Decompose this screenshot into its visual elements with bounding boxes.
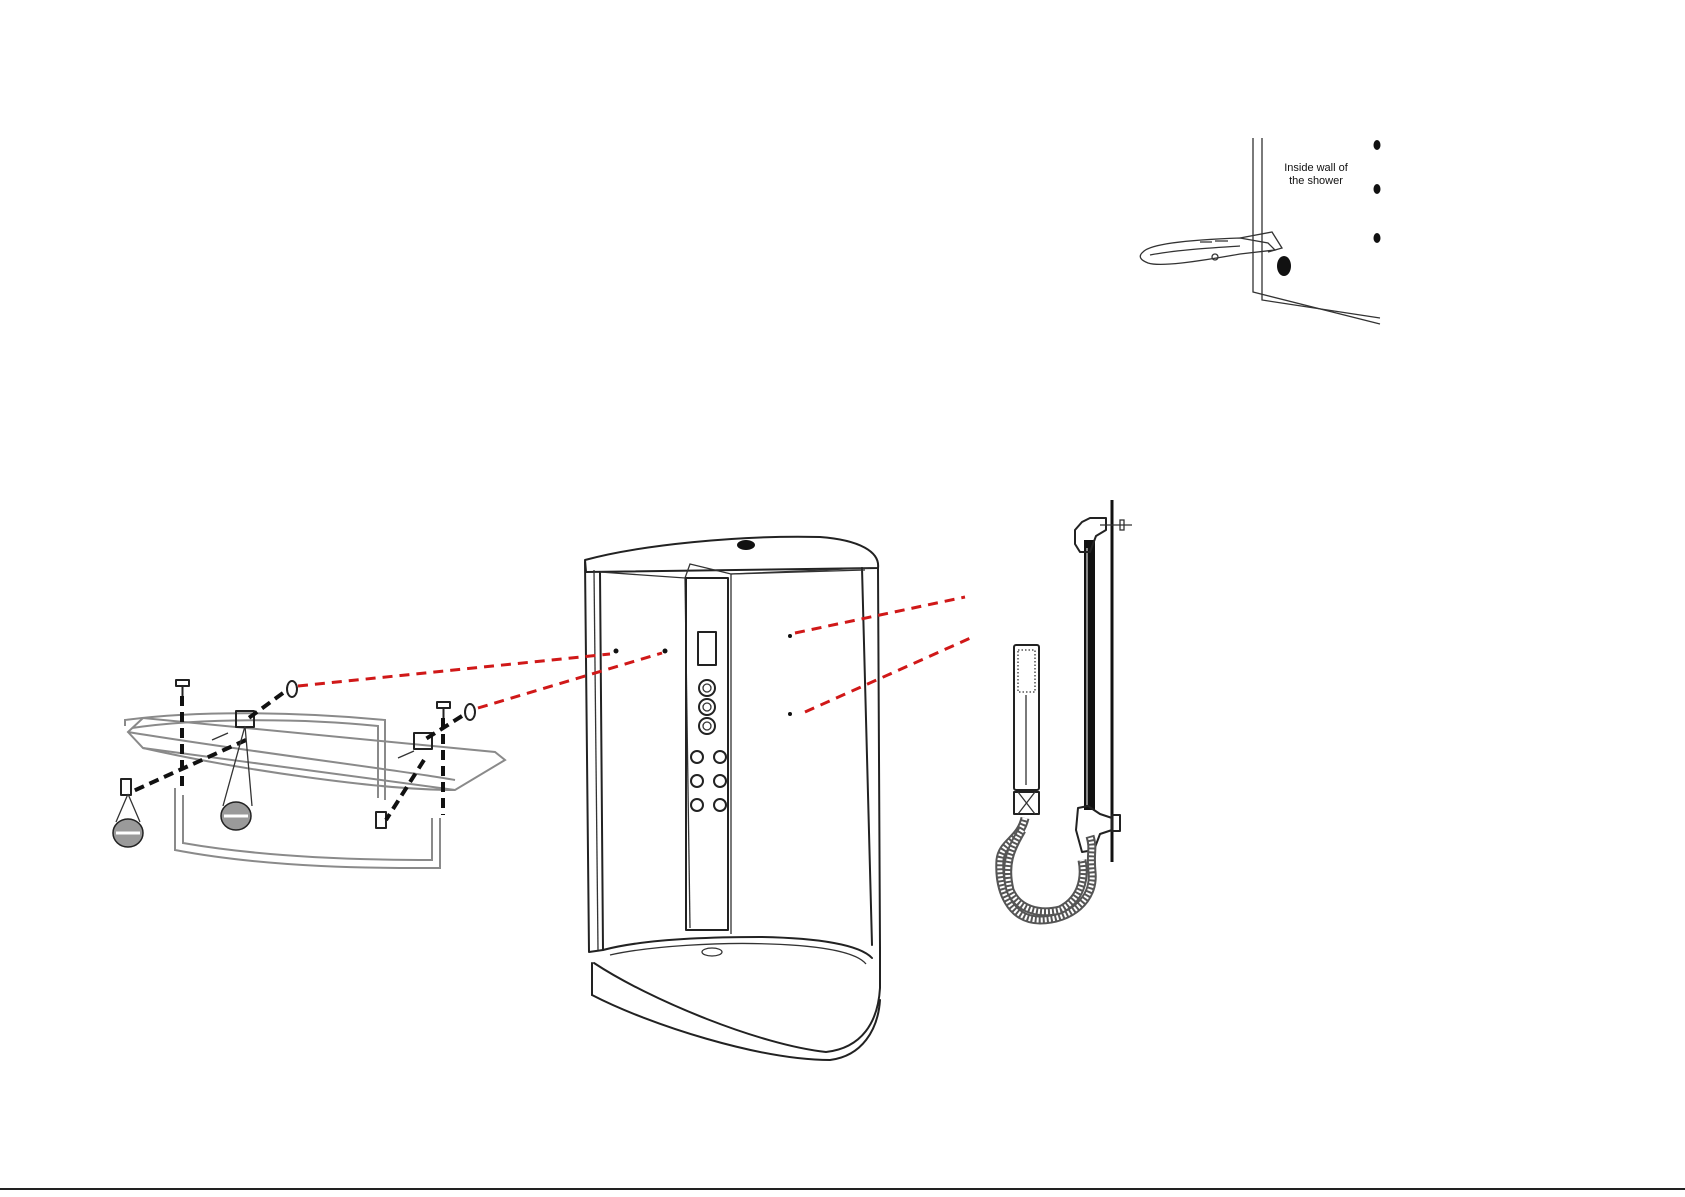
wall-anchor-icon: [221, 726, 252, 830]
wall-label-line1: Inside wall of: [1284, 162, 1349, 174]
glass-shelf-assembly: [113, 680, 505, 868]
screw-icon: [176, 680, 189, 696]
page-bottom-rule: [0, 1188, 1685, 1190]
wall-anchor-icon: [113, 794, 143, 847]
wall-cutting-illustration: Inside wall of the shower: [1125, 125, 1410, 330]
hand-shower-rail: [970, 492, 1150, 942]
wall-label-line2: the shower: [1289, 175, 1343, 187]
screw-icon: [437, 702, 450, 718]
shower-cabin: [585, 537, 880, 1060]
alignment-guides: [298, 597, 975, 712]
